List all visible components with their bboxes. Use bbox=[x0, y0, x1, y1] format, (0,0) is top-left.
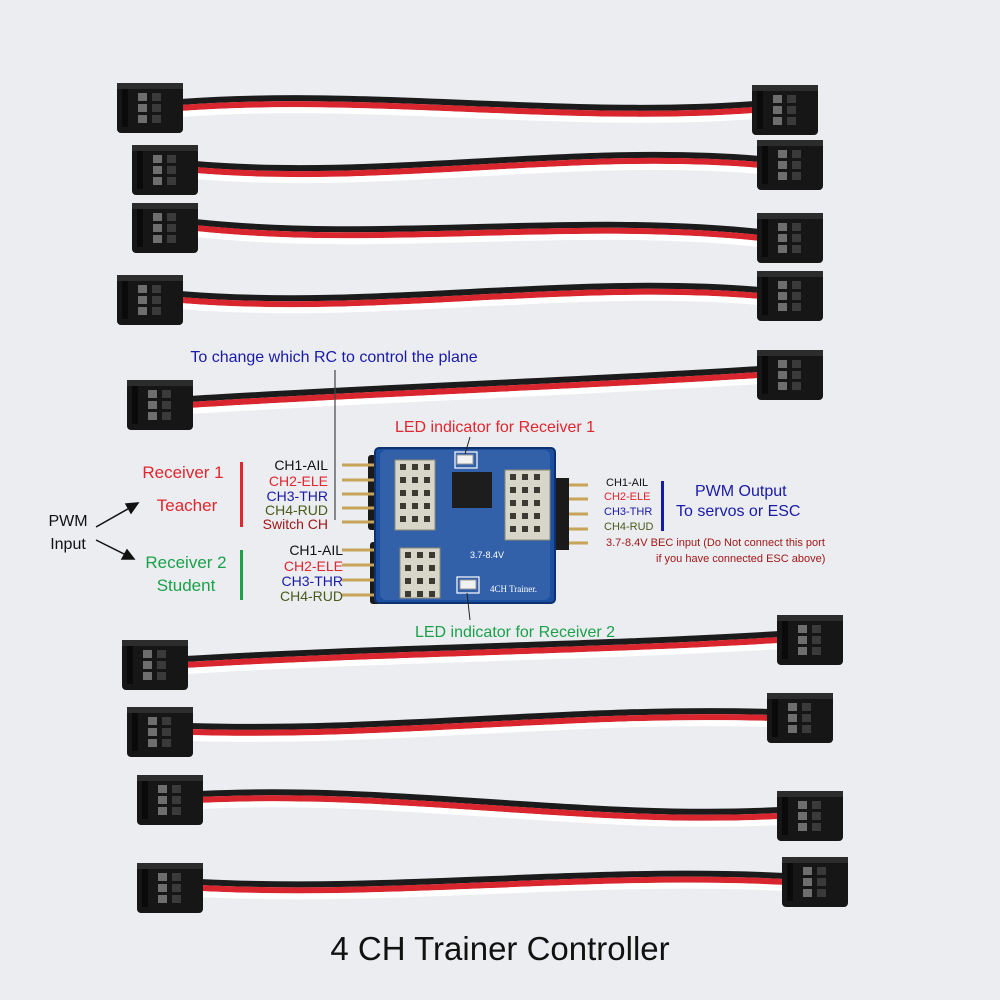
servo-extension-cables bbox=[117, 83, 848, 913]
output-ch4: CH4-RUD bbox=[604, 521, 654, 533]
output-ch1: CH1-AIL bbox=[606, 477, 649, 489]
led-receiver-2 bbox=[459, 579, 477, 590]
receiver2-role: Student bbox=[156, 576, 216, 595]
led-receiver-1 bbox=[456, 454, 474, 465]
trainer-board: 3.7-8.4V 4CH Trainer. bbox=[334, 370, 588, 621]
servo-extension-cable bbox=[132, 140, 823, 195]
led1-label: LED indicator for Receiver 1 bbox=[394, 419, 596, 436]
pcb-voltage-silkscreen: 3.7-8.4V bbox=[470, 550, 504, 560]
receiver1-title: Receiver 1 bbox=[142, 463, 224, 482]
pwm-input-arrows bbox=[95, 502, 140, 560]
led2-label: LED indicator for Receiver 2 bbox=[414, 624, 616, 641]
receiver2-ch4: CH4-RUD bbox=[280, 588, 343, 604]
servo-extension-cable bbox=[137, 857, 848, 913]
servo-extension-cable bbox=[122, 615, 843, 690]
pcb-name-silkscreen: 4CH Trainer. bbox=[490, 584, 537, 594]
receiver2-ch3: CH3-THR bbox=[281, 573, 343, 589]
servo-extension-cable bbox=[137, 775, 843, 841]
servo-extension-cable bbox=[132, 203, 823, 263]
output-title-line2: To servos or ESC bbox=[676, 503, 801, 520]
receiver1-switch: Switch CH bbox=[262, 516, 328, 532]
receiver1-role: Teacher bbox=[156, 496, 218, 515]
bec-note-line2: if you have connected ESC above) bbox=[656, 553, 826, 565]
receiver1-ch3: CH3-THR bbox=[266, 488, 328, 504]
receiver1-ch2: CH2-ELE bbox=[268, 473, 328, 489]
receiver1-ch1: CH1-AIL bbox=[274, 457, 328, 473]
caption: 4 CH Trainer Controller bbox=[330, 930, 670, 967]
receiver2-title: Receiver 2 bbox=[145, 553, 227, 572]
servo-extension-cable bbox=[127, 350, 823, 430]
servo-extension-cable bbox=[117, 83, 818, 135]
pwm-input-label-line2: Input bbox=[50, 536, 86, 553]
microcontroller-chip bbox=[452, 472, 492, 508]
top-note-label: To change which RC to control the plane bbox=[190, 349, 478, 366]
output-pin-header bbox=[550, 478, 588, 550]
receiver2-ch2: CH2-ELE bbox=[283, 558, 343, 574]
input-pin-header bbox=[342, 463, 375, 597]
receiver2-bracket bbox=[240, 550, 243, 600]
receiver1-bracket bbox=[240, 462, 243, 527]
output-ch2: CH2-ELE bbox=[604, 491, 651, 503]
output-ch3: CH3-THR bbox=[604, 506, 653, 518]
receiver2-ch1: CH1-AIL bbox=[289, 542, 343, 558]
pwm-input-label-line1: PWM bbox=[48, 513, 88, 530]
receiver1-ch4: CH4-RUD bbox=[265, 502, 328, 518]
output-title-line1: PWM Output bbox=[695, 483, 787, 500]
servo-extension-cable bbox=[127, 693, 833, 757]
bec-note-line1: 3.7-8.4V BEC input (Do Not connect this … bbox=[606, 537, 825, 549]
output-bracket bbox=[661, 481, 664, 531]
servo-extension-cable bbox=[117, 271, 823, 325]
